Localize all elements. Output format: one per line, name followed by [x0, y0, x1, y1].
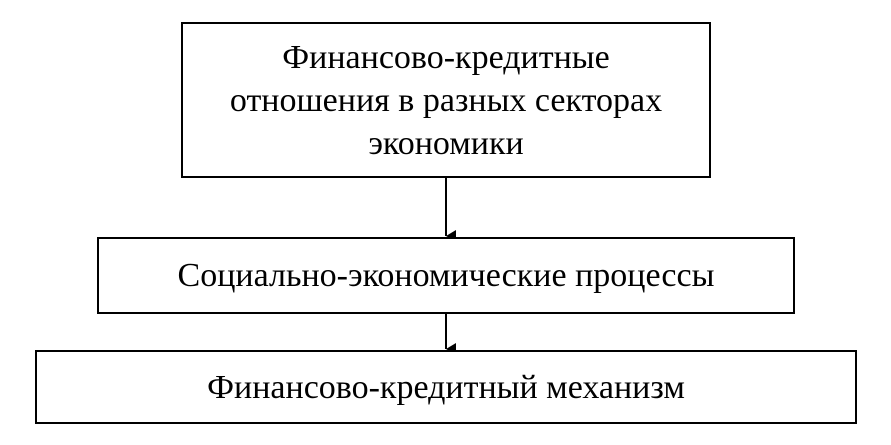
node-financial-credit-relations-line-1: Финансово-кредитные [282, 38, 610, 76]
node-financial-credit-relations-line-2: отношения в разных секторах [229, 81, 663, 119]
node-financial-credit-relations: Финансово-кредитные отношения в разных с… [181, 22, 711, 178]
node-financial-credit-relations-line-3: экономики [368, 124, 524, 162]
node-financial-credit-mechanism: Финансово-кредитный механизм [35, 350, 857, 424]
node-financial-credit-mechanism-label: Финансово-кредитный механизм [207, 368, 685, 406]
node-socio-economic-processes: Социально-экономические процессы [97, 237, 795, 314]
node-socio-economic-processes-label: Социально-экономические процессы [177, 257, 715, 294]
node-financial-credit-relations-label: Финансово-кредитные отношения в разных с… [230, 36, 662, 165]
